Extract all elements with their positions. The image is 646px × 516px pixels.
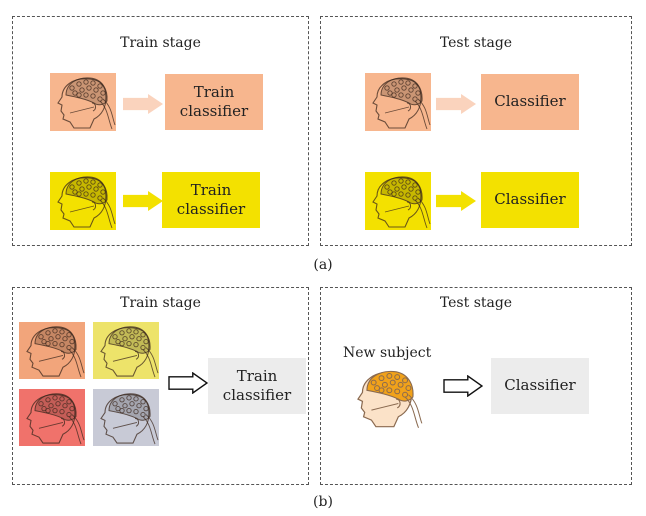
train-stage-panel-b: Train stage Train classifier [12,287,309,485]
eeg-head-icon [93,389,159,446]
hollow-right-arrow-icon [168,371,209,395]
new-subject-label: New subject [343,345,432,361]
figure-caption-b: (b) [313,494,333,510]
eeg-head-icon [93,322,159,379]
eeg-head-icon [50,172,116,230]
figure-caption-a: (a) [313,257,333,273]
eeg-head-icon [365,172,431,230]
stage-title: Train stage [120,35,201,51]
right-arrow-icon [122,93,164,115]
right-arrow-icon [122,190,164,212]
stage-title: Train stage [120,295,201,311]
classifier-box: Classifier [481,74,579,130]
train-classifier-box: Train classifier [165,74,263,130]
classifier-box: Classifier [491,358,589,414]
train-stage-panel-a: Train stage Train classifier Train class… [12,16,309,246]
eeg-head-icon [365,73,431,131]
eeg-head-icon [50,73,116,131]
test-stage-panel-a: Test stage Classifier Classifier [320,16,632,246]
test-stage-panel-b: Test stage New subject Classifier [320,287,632,485]
classifier-box: Classifier [481,172,579,228]
hollow-right-arrow-icon [443,374,484,398]
stage-title: Test stage [439,35,513,51]
right-arrow-icon [435,190,477,212]
eeg-head-icon [19,322,85,379]
train-classifier-box: Train classifier [162,172,260,228]
right-arrow-icon [435,93,477,115]
eeg-head-icon [349,366,423,430]
stage-title: Test stage [439,295,513,311]
train-classifier-box: Train classifier [208,358,306,414]
eeg-head-icon [19,389,85,446]
